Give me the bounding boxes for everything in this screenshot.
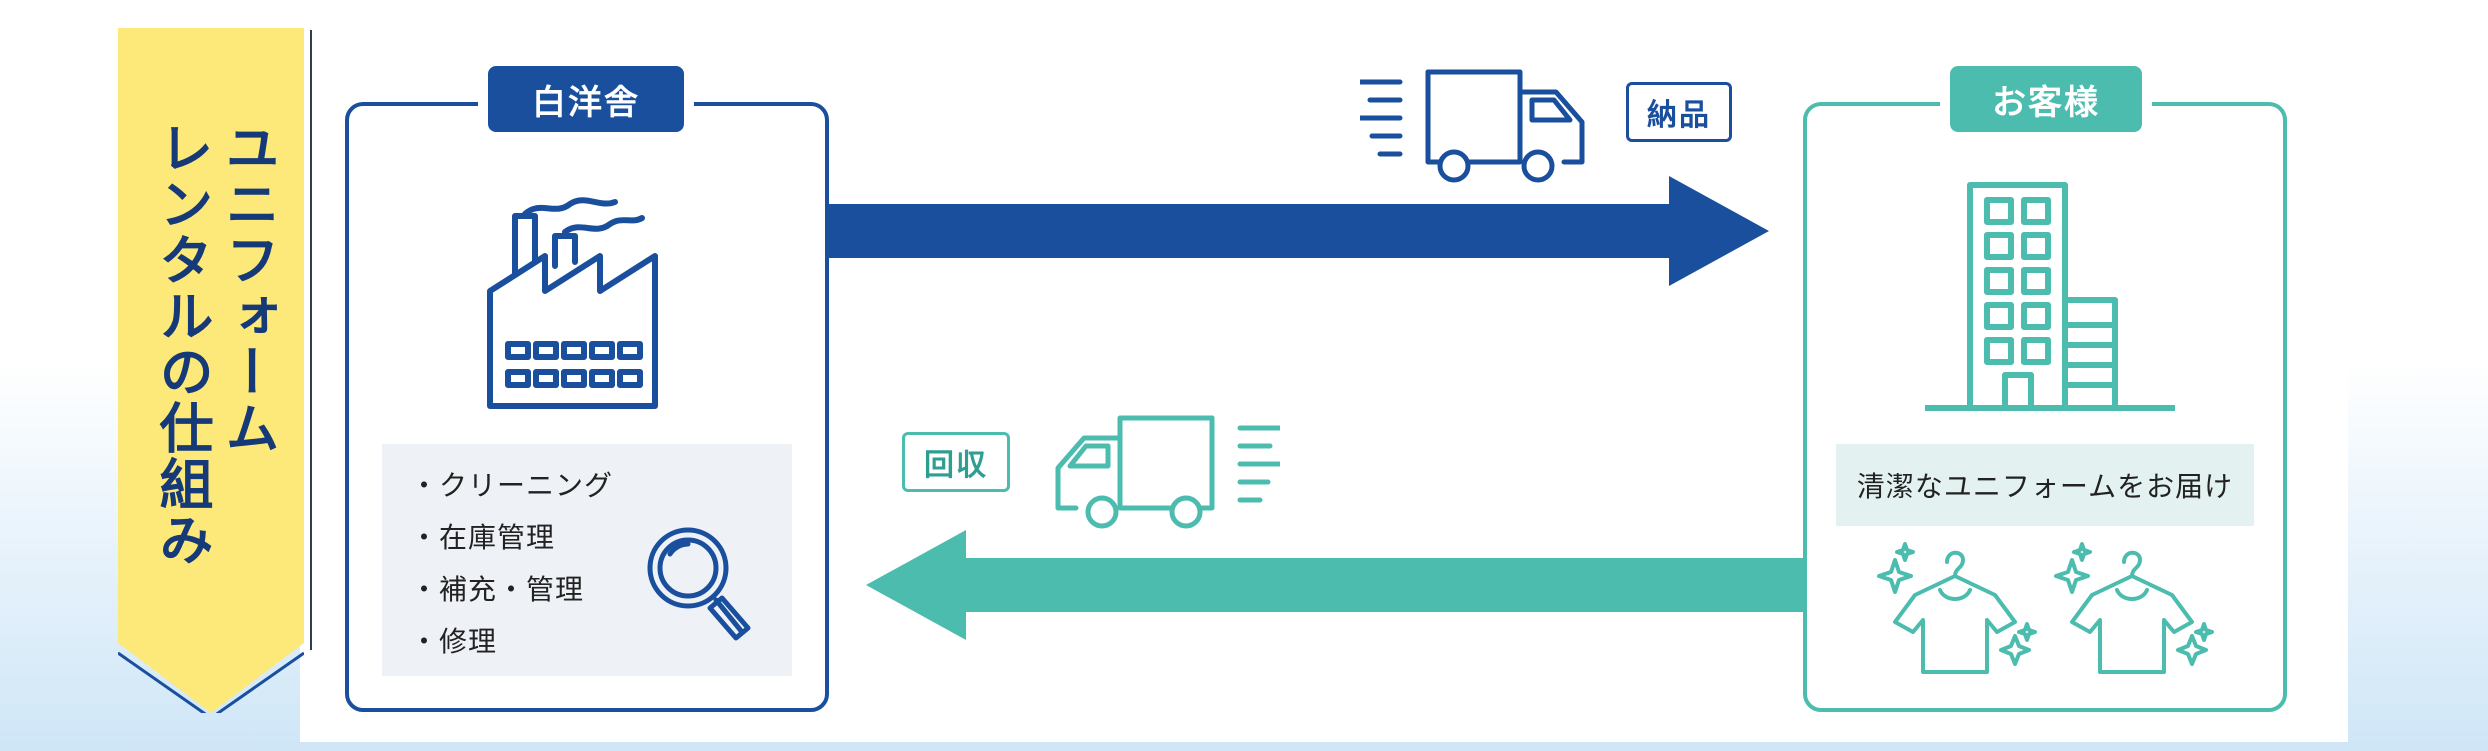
service-item: ・クリーニング <box>410 469 614 502</box>
banner-title-line-2: レンタルの仕組み <box>150 120 213 568</box>
delivery-truck-icon <box>1360 69 1585 183</box>
services-list: ・クリーニング ・在庫管理 ・補充・管理 ・修理 <box>410 460 613 668</box>
delivery-arrow <box>829 176 1769 286</box>
customer-caption: 清潔なユニフォームをお届け <box>1856 470 2234 503</box>
divider-line <box>310 30 312 650</box>
magnifier-icon <box>647 527 751 641</box>
customer-label: お客様 <box>1950 66 2142 132</box>
banner-shape <box>118 28 304 713</box>
factory-icon <box>487 197 658 409</box>
provider-label: 白洋舎 <box>488 66 684 132</box>
delivery-badge: 納品 <box>1626 82 1732 142</box>
shirt-icon <box>2054 542 2214 674</box>
title-banner: ユニフォーム レンタルの仕組み <box>118 28 304 713</box>
service-item: ・補充・管理 <box>410 573 585 606</box>
pickup-badge: 回収 <box>902 432 1010 492</box>
customer-caption-panel: 清潔なユニフォームをお届け <box>1836 444 2254 526</box>
pickup-truck-icon <box>1055 415 1280 529</box>
banner-title-line-1: ユニフォーム <box>216 120 279 456</box>
service-item: ・在庫管理 <box>410 521 556 554</box>
service-item: ・修理 <box>410 625 498 658</box>
office-building-icon <box>1925 182 2175 411</box>
shirt-icon <box>1877 542 2037 674</box>
pickup-arrow <box>866 530 1806 640</box>
